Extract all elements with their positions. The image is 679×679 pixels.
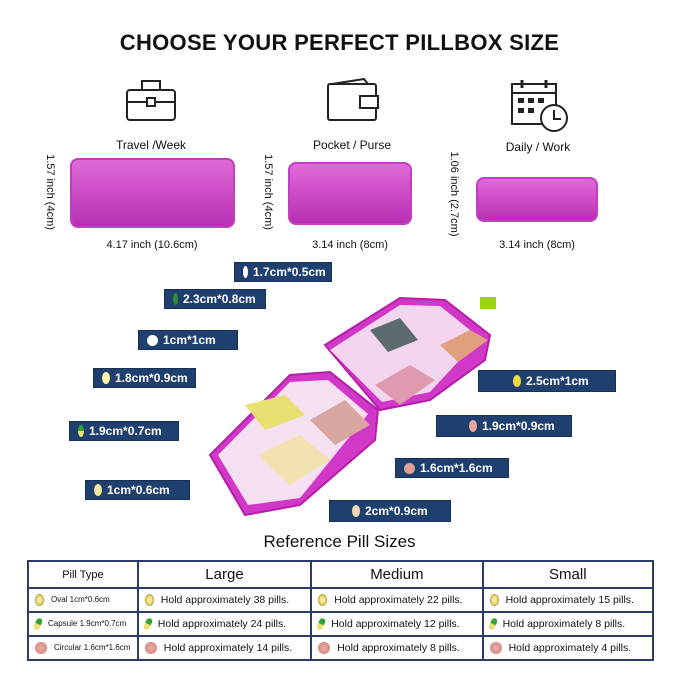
pill-icon <box>469 420 477 432</box>
calendar-clock-icon <box>511 80 568 132</box>
callout-1x0-6: 1cm*0.6cm <box>85 480 190 500</box>
callout-text: 2cm*0.9cm <box>365 504 428 518</box>
pill-type: Capsule 1.9cm*0.7cm <box>48 619 127 629</box>
callout-2-3x0-8: 2.3cm*0.8cm <box>164 289 266 309</box>
circular-pill-icon <box>144 642 157 655</box>
callout-1-7x0-5: 1.7cm*0.5cm <box>234 262 332 282</box>
callout-text: 1.9cm*0.9cm <box>482 419 555 433</box>
width-dim-pocket: 3.14 inch (8cm) <box>312 239 388 251</box>
pillbox-medium <box>288 162 412 225</box>
callout-2x0-9: 2cm*0.9cm <box>329 500 451 522</box>
pill-icon <box>94 484 102 496</box>
cell: Hold approximately 8 pills. <box>502 617 626 630</box>
page-title: CHOOSE YOUR PERFECT PILLBOX SIZE <box>119 30 560 55</box>
pillbox-small <box>476 177 598 222</box>
pill-icon <box>352 505 360 517</box>
callout-text: 1cm*0.6cm <box>107 483 170 497</box>
pill-icon <box>102 372 110 384</box>
capsule-pill-icon <box>487 617 498 631</box>
suitcase-icon <box>126 80 176 121</box>
cell: Hold approximately 24 pills. <box>157 617 287 630</box>
callout-text: 1.7cm*0.5cm <box>253 265 326 279</box>
pill-icon <box>173 293 178 305</box>
table-header-row: Pill Type Large Medium Small <box>27 560 655 589</box>
pill-icon <box>147 334 158 346</box>
circular-pill-icon <box>489 642 502 655</box>
circular-pill-icon <box>35 642 47 654</box>
width-dim-travel: 4.17 inch (10.6cm) <box>106 239 198 251</box>
pill-type: Oval 1cm*0.6cm <box>51 595 110 605</box>
circular-pill-icon <box>318 642 331 655</box>
cell: Hold approximately 38 pills. <box>160 593 290 606</box>
capsule-pill-icon <box>315 617 327 631</box>
width-dim-daily: 3.14 inch (8cm) <box>499 239 575 251</box>
header-pill-type: Pill Type <box>27 560 139 589</box>
callout-text: 2.5cm*1cm <box>526 374 589 388</box>
callout-text: 2.3cm*0.8cm <box>183 292 256 306</box>
oval-pill-icon <box>318 594 328 607</box>
oval-pill-icon <box>144 594 154 607</box>
callout-1x1: 1cm*1cm <box>138 330 238 350</box>
wallet-icon <box>327 78 379 121</box>
pillbox-large <box>70 158 235 228</box>
oval-pill-icon <box>489 594 499 607</box>
capsule-pill-icon <box>32 617 44 631</box>
table-row: Capsule 1.9cm*0.7cm Hold approximately 2… <box>27 611 655 637</box>
pill-icon <box>404 462 415 474</box>
size-label-pocket: Pocket / Purse <box>312 138 392 152</box>
header-large: Large <box>136 560 313 589</box>
header-small: Small <box>481 560 655 589</box>
size-label-daily: Daily / Work <box>505 140 571 154</box>
pill-icon <box>243 266 248 278</box>
table-row: Oval 1cm*0.6cm Hold approximately 38 pil… <box>27 587 655 613</box>
cell: Hold approximately 8 pills. <box>337 641 460 654</box>
pill-type: Circular 1.6cm*1.6cm <box>54 643 131 653</box>
capsule-icon <box>78 425 84 437</box>
header-medium: Medium <box>310 560 484 589</box>
cell: Hold approximately 22 pills. <box>334 593 463 606</box>
callout-1-9x0-7: 1.9cm*0.7cm <box>69 421 179 441</box>
pill-icon <box>513 375 521 387</box>
capsule-pill-icon <box>142 617 154 631</box>
pill-capacity-table: Pill Type Large Medium Small Oval 1cm*0.… <box>27 560 655 661</box>
cell: Hold approximately 4 pills. <box>508 641 632 654</box>
callout-2-5x1: 2.5cm*1cm <box>478 370 616 392</box>
table-title: Reference Pill Sizes <box>263 532 416 551</box>
callout-1-8x0-9: 1.8cm*0.9cm <box>93 368 196 388</box>
cell: Hold approximately 15 pills. <box>505 593 634 606</box>
callout-1-9x0-9: 1.9cm*0.9cm <box>436 415 572 437</box>
callout-1-6x1-6: 1.6cm*1.6cm <box>395 458 509 478</box>
cell: Hold approximately 14 pills. <box>163 641 293 654</box>
callout-text: 1cm*1cm <box>163 333 216 347</box>
cell: Hold approximately 12 pills. <box>331 617 460 630</box>
table-row: Circular 1.6cm*1.6cm Hold approximately … <box>27 635 655 661</box>
callout-text: 1.6cm*1.6cm <box>420 461 493 475</box>
callout-text: 1.8cm*0.9cm <box>115 371 188 385</box>
callout-text: 1.9cm*0.7cm <box>89 424 162 438</box>
oval-pill-icon <box>35 594 44 606</box>
size-label-travel: Travel /Week <box>115 138 187 152</box>
